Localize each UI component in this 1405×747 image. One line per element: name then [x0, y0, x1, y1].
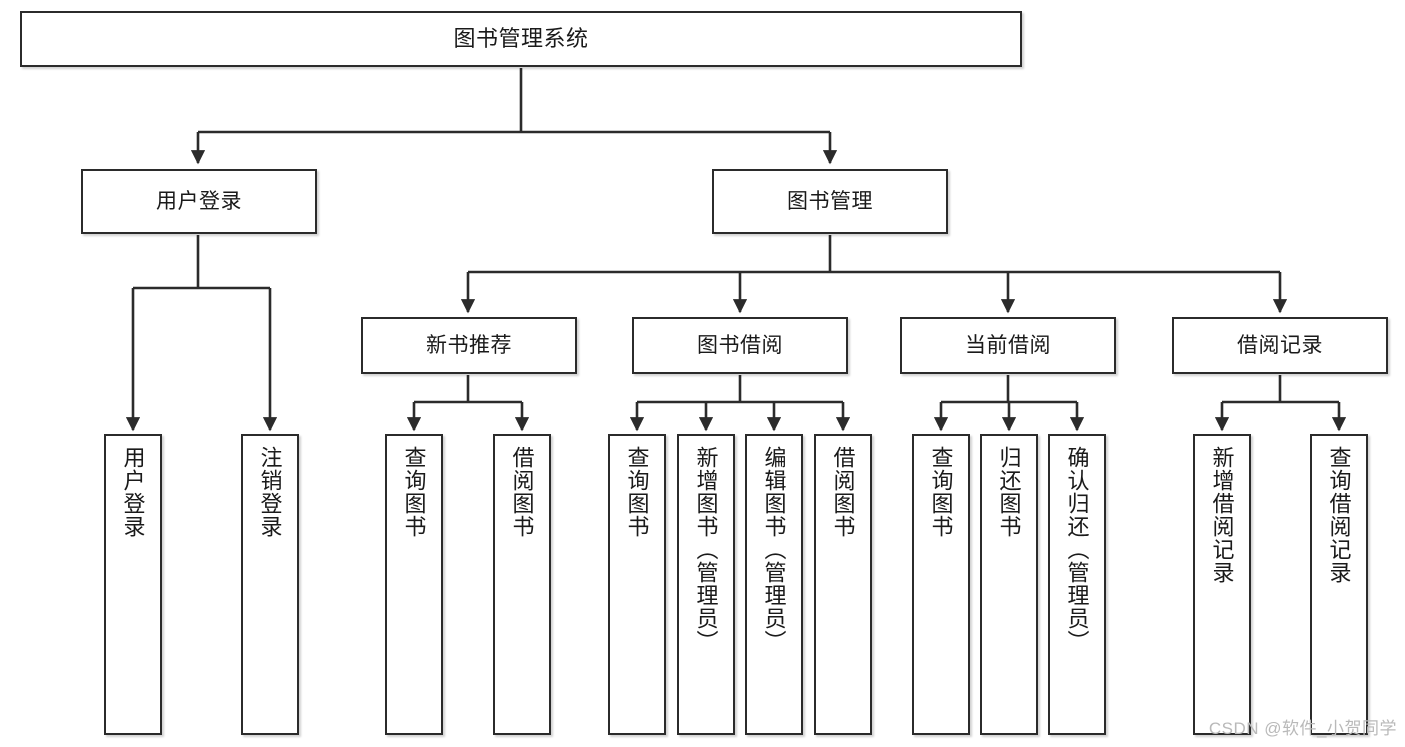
node-leaf-query-record-label: 查询借阅记录	[1326, 446, 1352, 584]
node-new-book-recommend[interactable]: 新书推荐	[361, 317, 577, 374]
node-book-management[interactable]: 图书管理	[712, 169, 948, 234]
node-root[interactable]: 图书管理系统	[20, 11, 1022, 67]
node-leaf-return-book-label: 归还图书	[996, 446, 1022, 538]
node-leaf-query-record[interactable]: 查询借阅记录	[1310, 434, 1368, 735]
node-user-login-label: 用户登录	[156, 189, 242, 213]
node-leaf-add-record-label: 新增借阅记录	[1209, 446, 1235, 584]
node-leaf-add-book-label: 新增图书（管理员）	[693, 446, 719, 653]
node-root-label: 图书管理系统	[453, 25, 589, 51]
node-leaf-query-book-1[interactable]: 查询图书	[385, 434, 443, 735]
node-book-borrow-label: 图书借阅	[697, 333, 783, 357]
node-leaf-logout-login[interactable]: 注销登录	[241, 434, 299, 735]
node-leaf-confirm-return[interactable]: 确认归还（管理员）	[1048, 434, 1106, 735]
node-leaf-user-login-label: 用户登录	[120, 446, 146, 538]
node-leaf-borrow-book-1[interactable]: 借阅图书	[493, 434, 551, 735]
node-leaf-query-book-2-label: 查询图书	[624, 446, 650, 538]
node-leaf-borrow-book-2-label: 借阅图书	[830, 446, 856, 538]
node-leaf-edit-book[interactable]: 编辑图书（管理员）	[745, 434, 803, 735]
node-leaf-query-book-2[interactable]: 查询图书	[608, 434, 666, 735]
node-borrow-record-label: 借阅记录	[1237, 333, 1323, 357]
node-current-borrow-label: 当前借阅	[965, 333, 1051, 357]
node-leaf-query-book-3-label: 查询图书	[928, 446, 954, 538]
node-leaf-add-book[interactable]: 新增图书（管理员）	[677, 434, 735, 735]
node-borrow-record[interactable]: 借阅记录	[1172, 317, 1388, 374]
node-leaf-query-book-1-label: 查询图书	[401, 446, 427, 538]
csdn-watermark: CSDN @软件_小贺同学	[1208, 719, 1397, 738]
node-book-borrow[interactable]: 图书借阅	[632, 317, 848, 374]
node-leaf-edit-book-label: 编辑图书（管理员）	[761, 446, 787, 653]
node-leaf-user-login[interactable]: 用户登录	[104, 434, 162, 735]
node-leaf-return-book[interactable]: 归还图书	[980, 434, 1038, 735]
node-leaf-add-record[interactable]: 新增借阅记录	[1193, 434, 1251, 735]
node-leaf-query-book-3[interactable]: 查询图书	[912, 434, 970, 735]
node-user-login[interactable]: 用户登录	[81, 169, 317, 234]
node-book-management-label: 图书管理	[787, 189, 873, 213]
node-leaf-borrow-book-1-label: 借阅图书	[509, 446, 535, 538]
node-current-borrow[interactable]: 当前借阅	[900, 317, 1116, 374]
node-leaf-logout-login-label: 注销登录	[257, 446, 283, 538]
node-leaf-confirm-return-label: 确认归还（管理员）	[1064, 446, 1090, 653]
node-new-book-recommend-label: 新书推荐	[426, 333, 512, 357]
node-leaf-borrow-book-2[interactable]: 借阅图书	[814, 434, 872, 735]
